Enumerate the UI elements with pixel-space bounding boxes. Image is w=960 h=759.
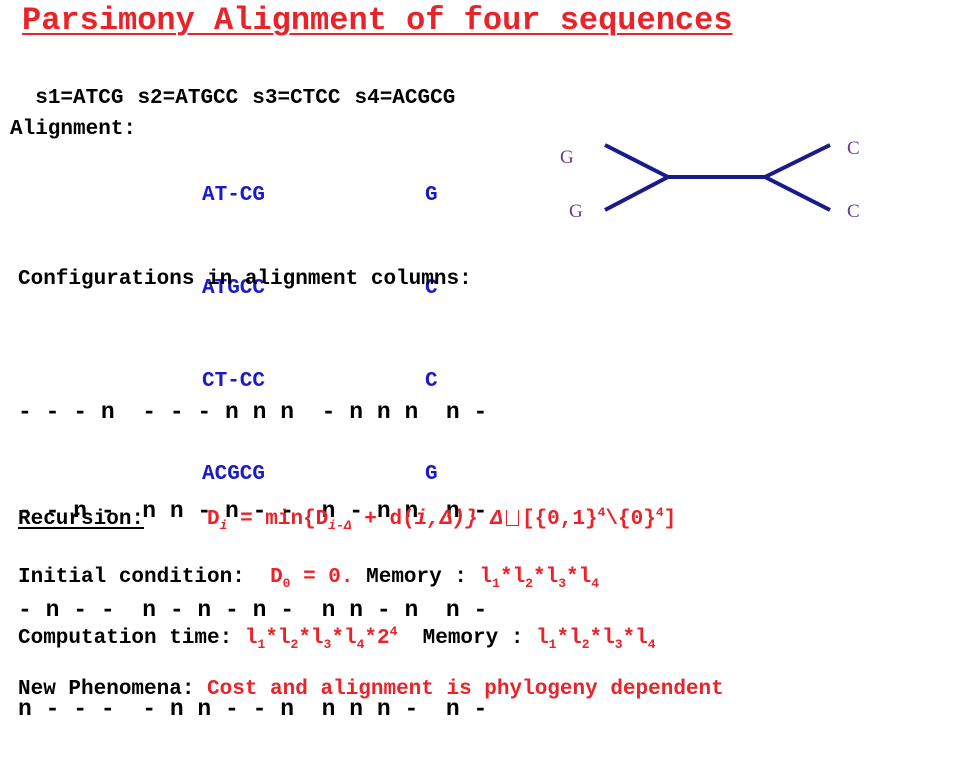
configurations-grid: - - - n - - - n n n - n n n n - - - n - … [18, 330, 487, 759]
sequence-s2: s2=ATGCC [137, 87, 239, 110]
phenomena-label: New Phenomena: [18, 678, 195, 701]
alignment-row: ACGCG [202, 463, 266, 486]
configuration-row: - n - - n - n - n - n n - n n - [18, 597, 488, 623]
sequence-s4: s4=ACGCG [354, 87, 456, 110]
column-char: G [425, 184, 438, 207]
computation-memory-formula: l1*l2*l3*l4 [536, 627, 656, 653]
leaf-bottom-left: G [569, 201, 583, 222]
sequence-s1: s1=ATCG [35, 87, 124, 110]
sequence-s3: s3=CTCC [252, 87, 341, 110]
sequence-list: s1=ATCG s2=ATGCC s3=CTCC s4=ACGCG [10, 64, 469, 110]
initial-formula: D0 = 0. [270, 566, 354, 592]
element-of-icon [505, 510, 519, 526]
alignment-row: AT-CG [202, 184, 266, 207]
configurations-title: Configurations in alignment columns: [18, 268, 472, 291]
initial-label: Initial condition: [18, 566, 245, 589]
computation-label: Computation time: [18, 627, 233, 650]
page-title: Parsimony Alignment of four sequences [22, 2, 733, 39]
leaf-top-left: G [560, 147, 574, 168]
initial-condition-line: Initial condition: D0 = 0. Memory : l1*l… [18, 566, 599, 591]
tree-branch-bottom-left [604, 175, 669, 212]
column-char: C [425, 370, 438, 393]
alignment-row: ATGCC [202, 277, 266, 300]
recursion-formula: Di = min{Di-Δ + d(i,Δ)} Δ[{0,1}4\{0}4] [207, 505, 677, 534]
initial-memory-formula: l1*l2*l3*l4 [479, 566, 600, 592]
recursion-line: Recursion: Di = min{Di-Δ + d(i,Δ)} Δ[{0,… [18, 505, 676, 533]
alignment-column: G C C G [425, 118, 450, 521]
leaf-bottom-right: C [847, 201, 860, 222]
computation-line: Computation time: l1*l2*l3*l4*24 Memory … [18, 624, 656, 652]
phylogeny-tree: G G C C [560, 138, 860, 222]
tree-branch-bottom-right [764, 175, 831, 212]
configuration-row: - - - n - - - n n n - n n n n - [18, 399, 488, 425]
column-char: G [425, 463, 438, 486]
recursion-label: Recursion: [18, 508, 145, 531]
alignment-row: CT-CC [202, 370, 266, 393]
alignment-rows: AT-CG ATGCC CT-CC ACGCG [202, 118, 265, 521]
configuration-row: - - n - n n - n - - n - n n n - [18, 498, 488, 524]
phenomena-text: Cost and alignment is phylogeny dependen… [207, 678, 724, 701]
column-char: C [425, 277, 438, 300]
tree-branch-top-left [604, 143, 669, 179]
initial-memory-label: Memory : [366, 566, 467, 589]
computation-memory-label: Memory : [422, 627, 524, 650]
phenomena-line: New Phenomena: Cost and alignment is phy… [18, 678, 724, 701]
tree-branch-top-right [764, 143, 831, 179]
computation-formula: l1*l2*l3*l4*24 [244, 624, 398, 653]
alignment-label: Alignment: [10, 118, 137, 141]
configuration-row: n - - - - n n - - n n n n - n - [18, 696, 488, 722]
leaf-top-right: C [847, 138, 860, 159]
